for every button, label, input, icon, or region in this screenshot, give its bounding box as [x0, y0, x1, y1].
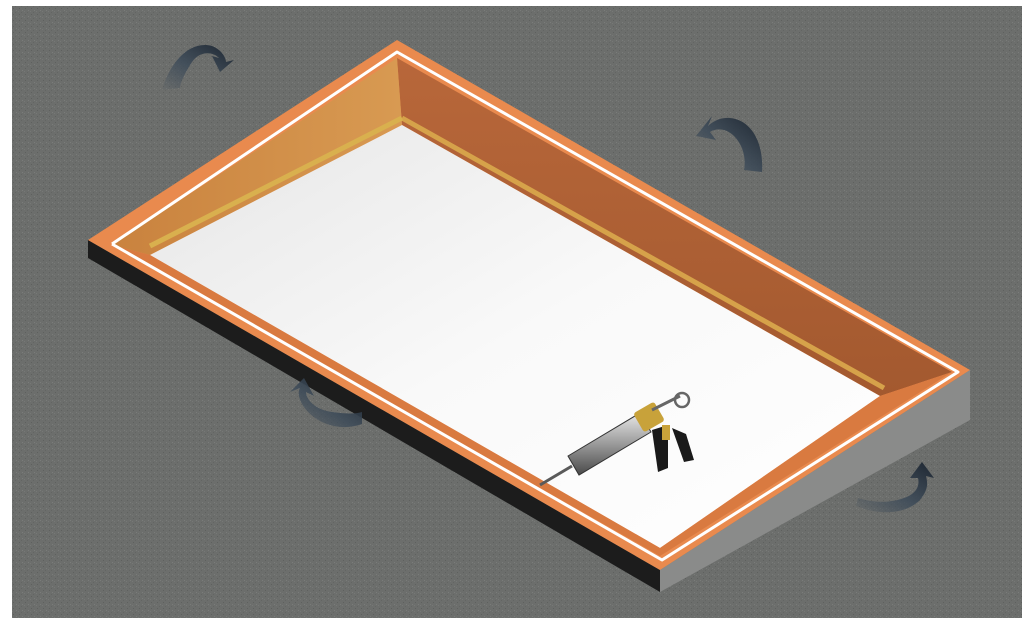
illustration-canvas	[0, 0, 1034, 624]
